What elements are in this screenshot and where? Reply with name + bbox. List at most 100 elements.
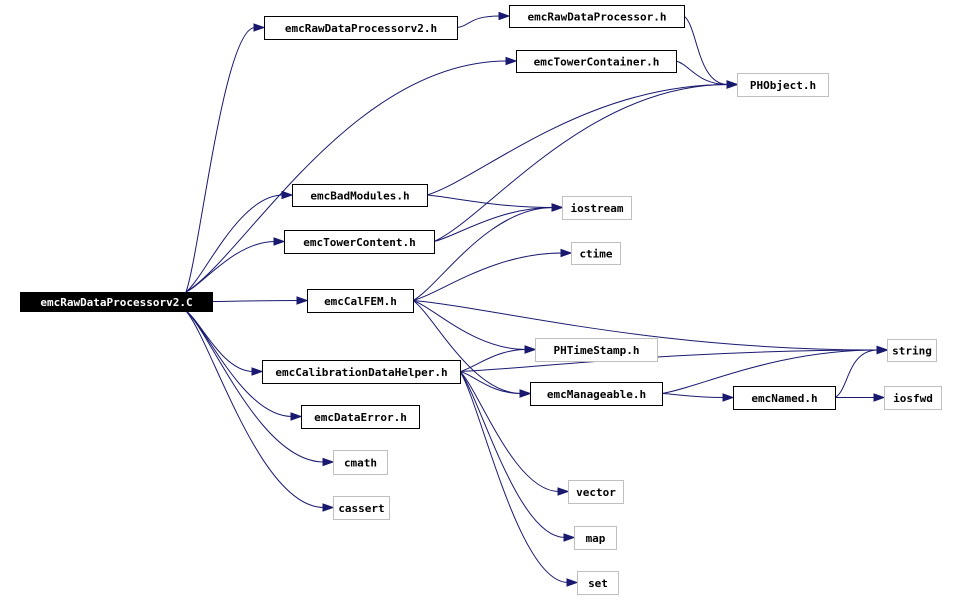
node-box: [516, 50, 677, 73]
node-label: emcTowerContent.h: [303, 236, 416, 249]
node-ctime[interactable]: ctime: [571, 242, 621, 265]
edge-named-to-string: [834, 349, 879, 398]
node-iostream[interactable]: iostream: [562, 196, 632, 220]
edge-arrowhead: [726, 80, 739, 89]
node-box: [20, 292, 213, 312]
node-box: [264, 16, 458, 40]
edge-calfem-to-string: [412, 300, 879, 351]
edge-caldh-to-vector: [459, 371, 560, 492]
node-label: string: [892, 345, 932, 358]
node-iosfwd[interactable]: iosfwd: [884, 386, 942, 410]
node-box: [571, 242, 621, 265]
edge-badmod-to-iostream: [426, 194, 554, 208]
edge-arrowhead: [505, 56, 518, 66]
edge-root-to-badmod: [185, 194, 284, 293]
edge-layer: [185, 11, 889, 587]
node-box: [884, 386, 942, 410]
node-box: [568, 480, 624, 504]
node-box: [574, 526, 617, 550]
edge-root-to-cmath: [185, 310, 325, 463]
node-towercontent[interactable]: emcTowerContent.h: [284, 230, 435, 254]
edge-manageable-to-string: [661, 349, 879, 394]
edge-root-to-rawv2h: [185, 27, 256, 293]
edge-towercont-to-phobject: [675, 60, 729, 85]
node-map[interactable]: map: [574, 526, 617, 550]
edge-calfem-to-manageable: [412, 300, 522, 394]
edge-arrowhead: [296, 296, 309, 305]
node-label: emcCalFEM.h: [324, 295, 397, 308]
edge-calfem-to-timestamp: [412, 300, 527, 350]
edge-arrowhead: [566, 578, 579, 587]
node-cmath[interactable]: cmath: [333, 450, 388, 475]
edge-root-to-towercontent: [185, 241, 276, 293]
node-label: cassert: [338, 502, 384, 515]
node-label: emcCalibrationDataHelper.h: [275, 366, 447, 379]
node-string[interactable]: string: [887, 339, 937, 362]
node-towercont[interactable]: emcTowerContainer.h: [516, 50, 677, 73]
node-label: vector: [576, 486, 616, 499]
node-root[interactable]: emcRawDataProcessorv2.C: [20, 292, 213, 312]
edge-arrowhead: [560, 248, 573, 258]
edge-arrowhead: [273, 237, 286, 246]
edge-arrowhead: [557, 487, 570, 496]
node-label: iosfwd: [893, 392, 933, 405]
node-label: emcRawDataProcessorv2.C: [40, 296, 192, 309]
node-timestamp[interactable]: PHTimeStamp.h: [535, 338, 658, 362]
node-vector[interactable]: vector: [568, 480, 624, 504]
node-rawv2h[interactable]: emcRawDataProcessorv2.h: [264, 16, 458, 40]
edge-arrowhead: [563, 533, 576, 542]
node-caldh[interactable]: emcCalibrationDataHelper.h: [262, 360, 461, 384]
edge-caldh-to-map: [459, 371, 566, 538]
node-badmod[interactable]: emcBadModules.h: [292, 184, 428, 207]
edge-calfem-to-ctime: [412, 252, 563, 301]
node-manageable[interactable]: emcManageable.h: [530, 382, 663, 406]
edge-arrowhead: [498, 11, 511, 21]
edge-arrowhead: [876, 345, 889, 355]
node-box: [262, 360, 461, 384]
node-box: [284, 230, 435, 254]
edge-caldh-to-timestamp: [459, 349, 527, 372]
node-label: emcManageable.h: [547, 388, 646, 401]
node-label: emcRawDataProcessorv2.h: [285, 22, 437, 35]
node-named[interactable]: emcNamed.h: [733, 386, 836, 410]
node-box: [509, 5, 685, 28]
edge-arrowhead: [251, 367, 264, 376]
node-box: [307, 289, 414, 313]
node-dataerror[interactable]: emcDataError.h: [301, 405, 420, 429]
node-cassert[interactable]: cassert: [333, 496, 390, 520]
edge-arrowhead: [722, 393, 735, 402]
edge-arrowhead: [281, 190, 294, 200]
edge-badmod-to-phobject: [426, 84, 729, 196]
node-box: [333, 450, 388, 475]
edge-manageable-to-named: [661, 393, 725, 398]
edge-calfem-to-iostream: [412, 207, 554, 301]
edge-rawh-to-phobject: [683, 15, 729, 85]
node-label: PHObject.h: [750, 79, 816, 92]
node-label: map: [586, 532, 606, 545]
edge-root-to-towercont: [185, 60, 508, 293]
edge-caldh-to-string: [459, 349, 879, 372]
edge-caldh-to-manageable: [459, 371, 522, 394]
node-rawh[interactable]: emcRawDataProcessor.h: [509, 5, 685, 28]
node-label: emcRawDataProcessor.h: [527, 11, 666, 24]
edge-arrowhead: [519, 389, 532, 398]
edge-arrowhead: [524, 345, 537, 354]
node-box: [530, 382, 663, 406]
node-label: cmath: [344, 457, 377, 470]
node-label: PHTimeStamp.h: [553, 344, 639, 357]
edge-root-to-calfem: [211, 300, 299, 302]
node-label: ctime: [579, 248, 612, 261]
node-box: [887, 339, 937, 362]
node-box: [577, 571, 619, 595]
node-calfem[interactable]: emcCalFEM.h: [307, 289, 414, 313]
node-label: emcNamed.h: [751, 392, 817, 405]
node-box: [292, 184, 428, 207]
edge-caldh-to-set: [459, 371, 569, 583]
edge-rawv2h-to-rawh: [456, 15, 501, 28]
node-box: [333, 496, 390, 520]
node-label: emcDataError.h: [314, 411, 407, 424]
node-box: [737, 73, 829, 97]
node-set[interactable]: set: [577, 571, 619, 595]
node-box: [301, 405, 420, 429]
node-phobject[interactable]: PHObject.h: [737, 73, 829, 97]
